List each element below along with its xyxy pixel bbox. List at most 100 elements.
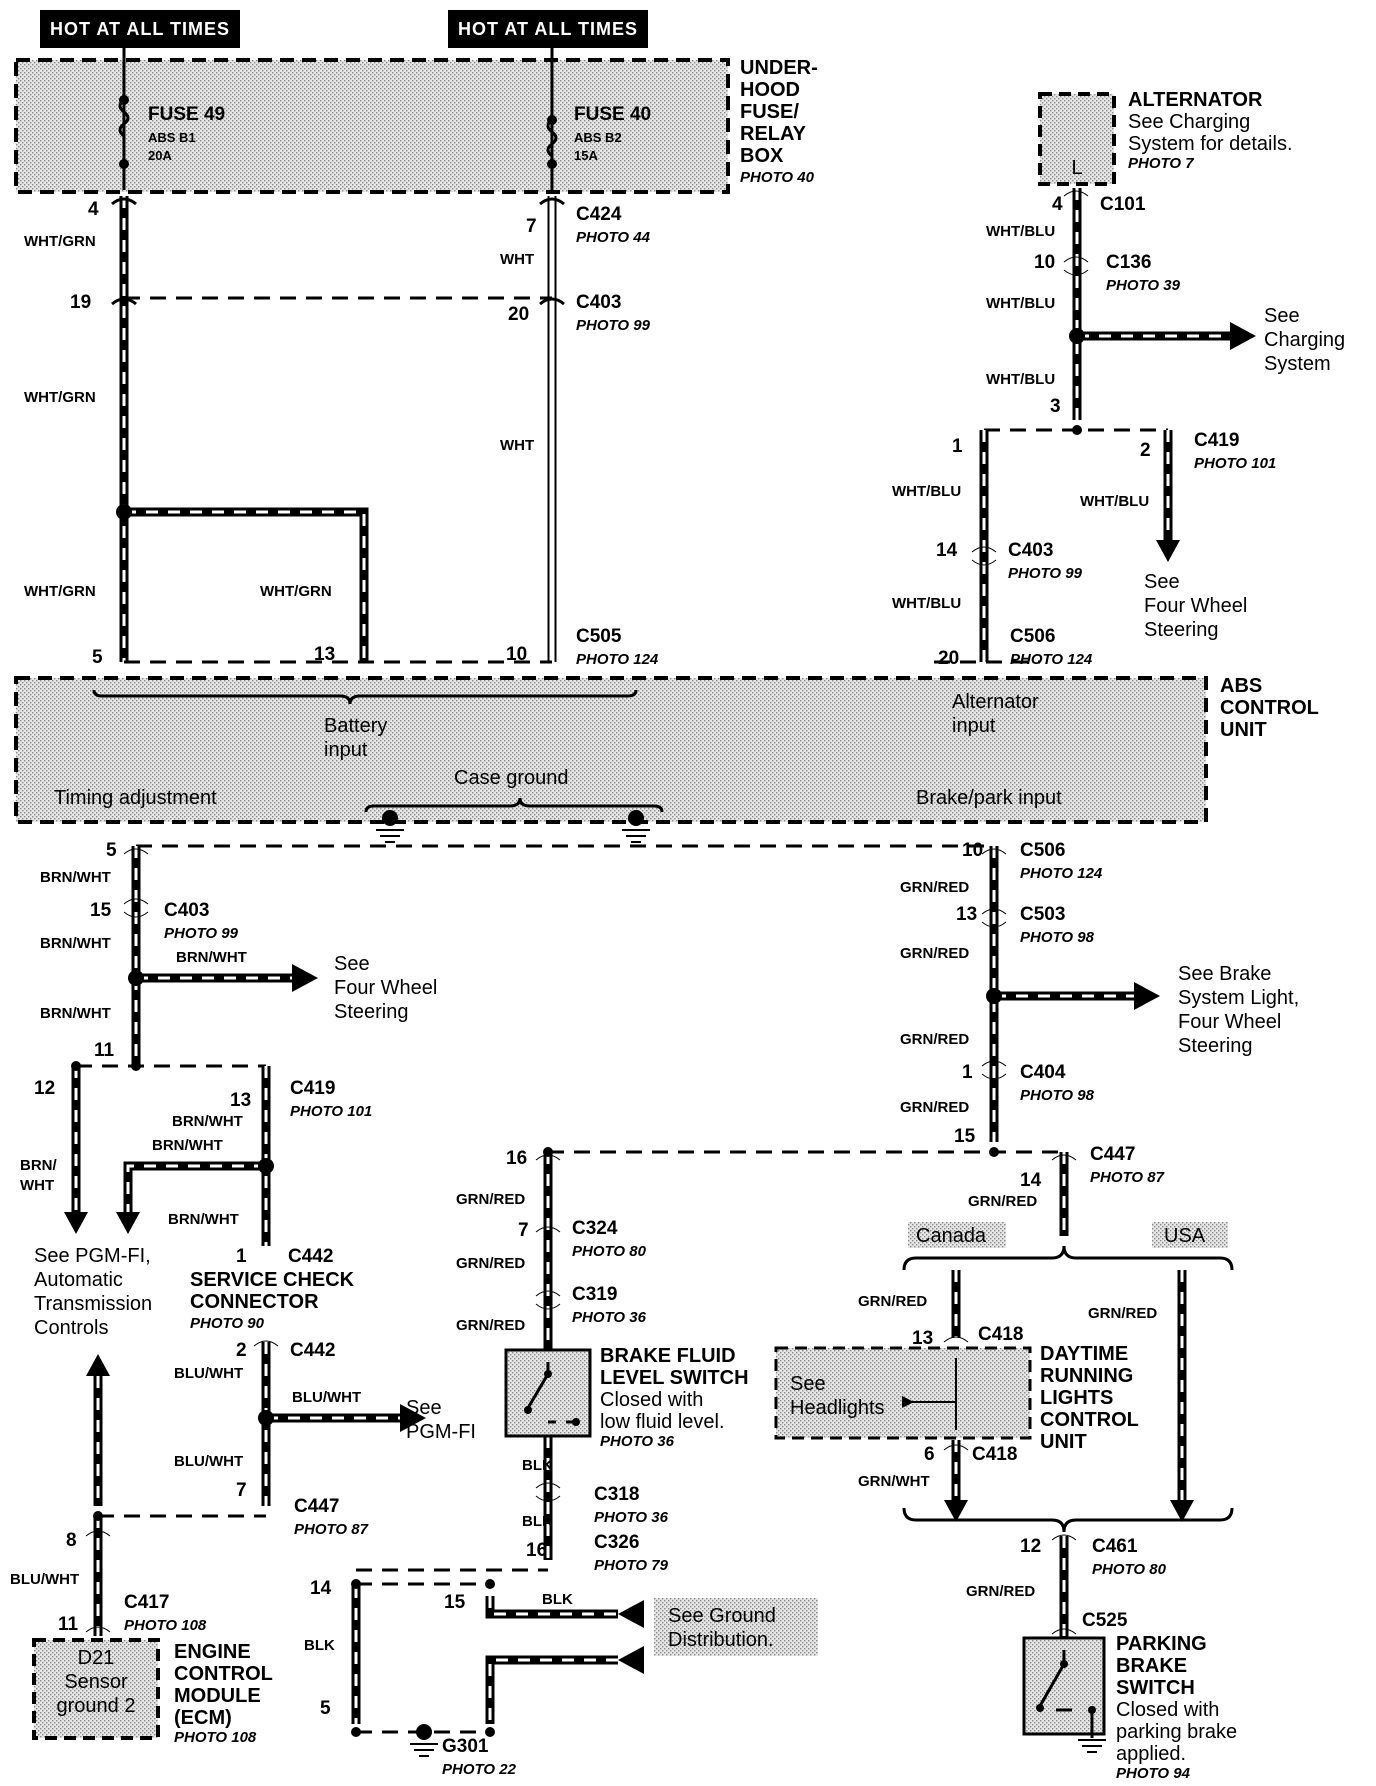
drl-labels: Canada USA GRN/RED GRN/RED 13 C418 6 C41…: [858, 1225, 1206, 1631]
connector-c319: C319: [572, 1284, 617, 1305]
wire-wht-blu-1: WHT/BLU: [986, 223, 1055, 240]
abs-brake-park-input: Brake/park input: [916, 787, 1062, 809]
ll-pin-13: 13: [230, 1090, 251, 1111]
drl-pin-13: 13: [912, 1328, 933, 1349]
connector-c324-photo: PHOTO 80: [572, 1243, 647, 1260]
ref-brake-light-2: System Light,: [1178, 987, 1299, 1009]
connector-c101: C101: [1100, 194, 1146, 215]
case-ground-icon-1: [382, 810, 398, 826]
wire-wht-blu-5: WHT/BLU: [1080, 493, 1149, 510]
abs-battery-input-2: input: [324, 739, 368, 761]
drl-arrowhead-icon-1: [944, 1500, 968, 1522]
br-pin-13: 13: [956, 904, 977, 925]
connector-c506-lower: C506: [1020, 840, 1065, 861]
wire-blk-1: BLK: [522, 1457, 553, 1474]
alt-pin-14: 14: [936, 540, 958, 561]
drl-arrowhead-icon-2: [1170, 1500, 1194, 1522]
ref-four-wheel-b-3: Steering: [334, 1001, 409, 1023]
wire-wht-grn-1: WHT/GRN: [24, 233, 96, 250]
connector-c418-upper: C418: [978, 1324, 1023, 1345]
ll-pin-5: 5: [106, 840, 117, 861]
connector-c136-photo: PHOTO 39: [1106, 277, 1181, 294]
fuse-49-rating: 20A: [148, 148, 172, 163]
abs-battery-input-1: Battery: [324, 715, 387, 737]
alternator-line-1: See Charging: [1128, 111, 1250, 133]
wire-grn-red-11: GRN/RED: [966, 1583, 1035, 1600]
alternator-terminal: L: [1071, 157, 1082, 179]
fuse-box-title-2: HOOD: [740, 79, 800, 101]
battery-feed-labels: 4 WHT/GRN 19 WHT/GRN WHT/GRN 5 WHT/GRN 1…: [24, 199, 659, 668]
connector-c506-lower-photo: PHOTO 124: [1020, 865, 1103, 882]
wire-brn-wht-2: BRN/WHT: [40, 935, 111, 952]
drl-title-4: CONTROL: [1040, 1409, 1139, 1431]
ref-four-wheel-b-1: See: [334, 953, 370, 975]
wire-brn-wht-1: BRN/WHT: [40, 869, 111, 886]
wire-blu-wht-3: BLU/WHT: [174, 1453, 243, 1470]
connector-c506-upper: C506: [1010, 626, 1055, 647]
fuse-49-circuit: ABS B1: [148, 130, 196, 145]
br-pin-1: 1: [962, 1062, 973, 1083]
parking-photo: PHOTO 94: [1116, 1765, 1191, 1782]
drl-pin-12: 12: [1020, 1536, 1041, 1557]
pgmfi-arrowhead-icon: [400, 1404, 426, 1432]
g-pin-16: 16: [526, 1540, 547, 1561]
drl-pin-6: 6: [924, 1444, 935, 1465]
connector-c525: C525: [1082, 1610, 1128, 1631]
lower-left-circuit: [71, 844, 994, 1636]
g-pin-5: 5: [320, 1698, 331, 1719]
connector-c442-upper: C442: [288, 1246, 333, 1267]
parking-title-2: BRAKE: [1116, 1655, 1187, 1677]
parking-title-3: SWITCH: [1116, 1677, 1195, 1699]
connector-c503-photo: PHOTO 98: [1020, 929, 1095, 946]
brake-fluid-photo: PHOTO 36: [600, 1433, 675, 1450]
ecm-title-1: ENGINE: [174, 1641, 251, 1663]
ecm-sensor: Sensor: [64, 1671, 128, 1693]
connector-c403-lower-photo: PHOTO 99: [164, 925, 239, 942]
ecm-arrowhead-icon: [86, 1354, 110, 1376]
connector-c447-left-photo: PHOTO 87: [294, 1521, 369, 1538]
pin-7: 7: [526, 216, 537, 237]
alternator-line-2: System for details.: [1128, 133, 1293, 155]
ref-headlights-2: Headlights: [790, 1397, 885, 1419]
drl-title-2: RUNNING: [1040, 1365, 1133, 1387]
connector-c503: C503: [1020, 904, 1065, 925]
wire-wht-grn-2: WHT/GRN: [24, 389, 96, 406]
connector-c424-photo: PHOTO 44: [576, 229, 651, 246]
parking-brake-switch: PARKING BRAKE SWITCH Closed with parking…: [1022, 1633, 1237, 1782]
drl-control-unit: See Headlights DAYTIME RUNNING LIGHTS CO…: [774, 1343, 1139, 1453]
ll-pin-15: 15: [90, 900, 112, 921]
wire-blu-wht-1: BLU/WHT: [174, 1365, 243, 1382]
ref-four-wheel-a-1: See: [1144, 571, 1180, 593]
ground-arrow-icon-1: [618, 1600, 644, 1628]
br-pin-15: 15: [954, 1126, 976, 1147]
case-ground-icon-2: [628, 810, 644, 826]
ecm-title-2: CONTROL: [174, 1663, 273, 1685]
drl-parking-circuit: [902, 1245, 1234, 1638]
g-pin-15: 15: [444, 1592, 466, 1613]
brake-light-arrowhead-icon: [1134, 982, 1160, 1010]
brake-fluid-desc-2: low fluid level.: [600, 1411, 725, 1433]
fuse-box-title-3: FUSE/: [740, 101, 799, 123]
connector-c419-upper: C419: [1194, 430, 1239, 451]
wire-wht-blu-4: WHT/BLU: [892, 483, 961, 500]
parking-title-1: PARKING: [1116, 1633, 1207, 1655]
wire-blk-3: BLK: [542, 1591, 573, 1608]
connector-c404-photo: PHOTO 98: [1020, 1087, 1095, 1104]
brake-fluid-title-1: BRAKE FLUID: [600, 1345, 736, 1367]
brake-circuit: [356, 846, 1134, 1572]
connector-c319-photo: PHOTO 36: [572, 1309, 647, 1326]
pin-10: 10: [506, 644, 527, 665]
ll-pin-12: 12: [34, 1078, 55, 1099]
drl-title-3: LIGHTS: [1040, 1387, 1113, 1409]
g301-ground-icon: [416, 1724, 432, 1740]
ref-four-wheel-a-2: Four Wheel: [1144, 595, 1247, 617]
connector-c318: C318: [594, 1484, 639, 1505]
connector-c461-photo: PHOTO 80: [1092, 1561, 1167, 1578]
pgmfi-auto-arrowhead-icon: [64, 1212, 88, 1234]
wire-blk-4: BLK: [304, 1637, 335, 1654]
ref-ground-dist-2: Distribution.: [668, 1629, 774, 1651]
br-pin-10: 10: [962, 840, 983, 861]
br-pin-16: 16: [506, 1148, 527, 1169]
four-wheel-arrowhead-icon-2: [292, 964, 318, 992]
